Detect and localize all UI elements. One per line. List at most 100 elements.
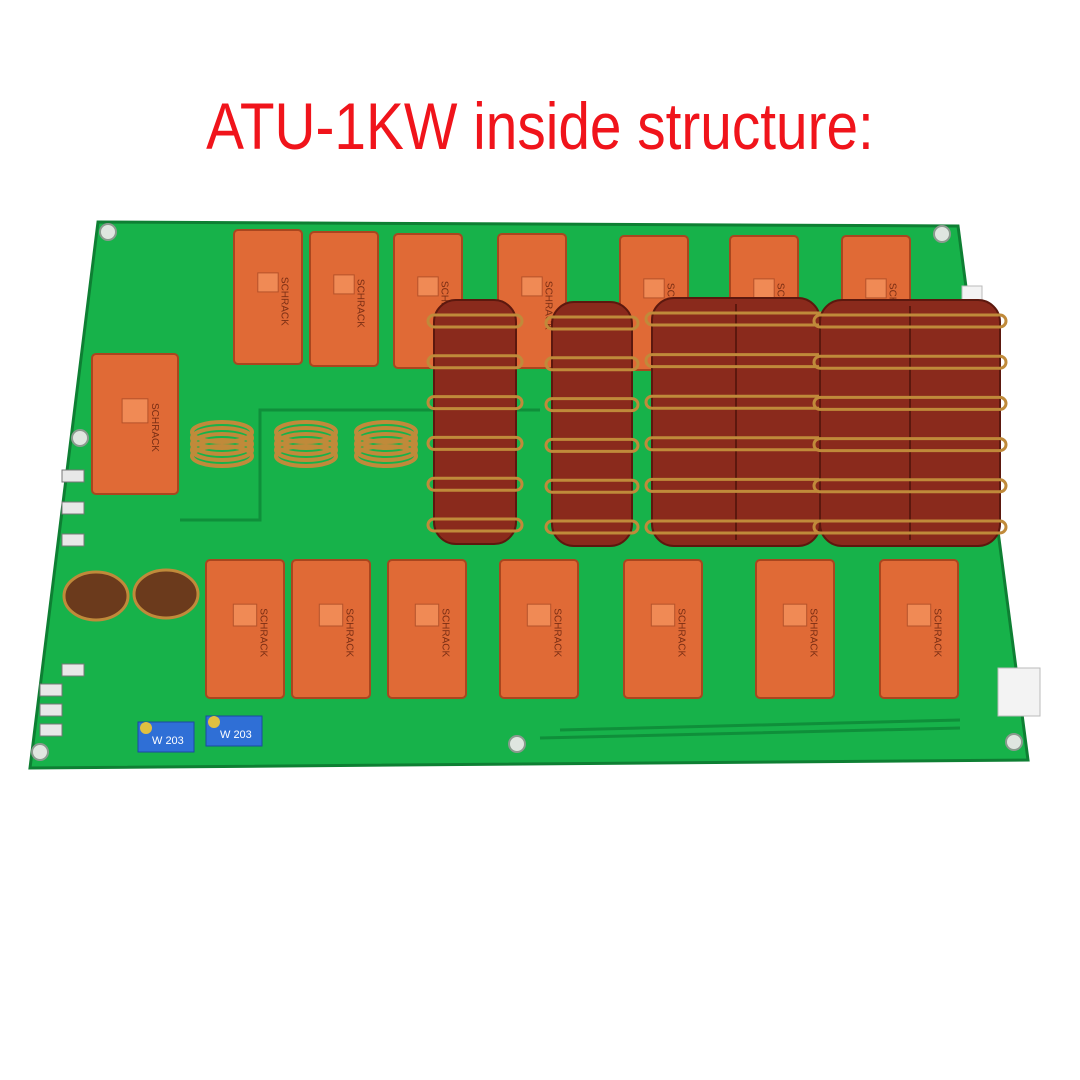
relay: SCHRACK <box>91 353 179 495</box>
relay-label: SCHRACK <box>543 281 554 330</box>
winding <box>426 313 524 329</box>
mounting-hole <box>933 225 951 243</box>
air-coil-turn <box>274 420 338 444</box>
trimmer-label: W 203 <box>220 729 252 741</box>
winding <box>426 395 524 411</box>
air-coil-turn <box>190 426 254 450</box>
relay-mark <box>643 278 665 299</box>
smd-pad <box>39 723 63 737</box>
relay-label: SCHRACK <box>440 608 451 657</box>
smd-pad <box>61 533 85 547</box>
relay: SCHRACK <box>233 229 303 365</box>
air-coil-turn <box>354 426 418 450</box>
trimmer-label: W 203 <box>152 735 184 747</box>
winding <box>426 476 524 492</box>
relay-label: SCHRACK <box>258 608 269 657</box>
relay-mark <box>753 278 775 299</box>
small-toroid <box>62 570 130 622</box>
relay-mark <box>333 274 355 295</box>
trimmer-screw <box>140 722 152 734</box>
relay-label: SCHRACK <box>808 608 819 657</box>
toroid <box>544 301 640 547</box>
air-coil-turn <box>354 432 418 456</box>
relay: SCHRACK <box>205 559 285 699</box>
small-toroid <box>132 568 200 620</box>
winding <box>812 519 1008 535</box>
relay-label: SCHRACK <box>932 608 943 657</box>
relay-mark <box>650 603 676 627</box>
mounting-hole <box>1005 733 1023 751</box>
winding <box>812 478 1008 494</box>
relay-mark <box>121 398 149 424</box>
toroid <box>426 299 524 545</box>
relay-mark <box>526 603 552 627</box>
mounting-hole <box>99 223 117 241</box>
page-title: ATU-1KW inside structure: <box>206 89 874 163</box>
winding <box>544 356 640 372</box>
smd-pad <box>39 683 63 697</box>
relay-body <box>309 231 379 367</box>
winding <box>812 354 1008 370</box>
relay-body <box>755 559 835 699</box>
relay: SCHRACK <box>309 231 379 367</box>
relay: SCHRACK <box>291 559 371 699</box>
toroid-core <box>433 299 517 545</box>
air-coil-turn <box>190 432 254 456</box>
relay-mark <box>257 272 279 293</box>
smd-pad <box>61 469 85 483</box>
winding <box>544 478 640 494</box>
air-coil-turn <box>274 426 338 450</box>
relay-mark <box>521 276 543 297</box>
relay-body <box>291 559 371 699</box>
smd-pad <box>61 501 85 515</box>
trimmer-screw <box>208 716 220 728</box>
relay-label: SCHRACK <box>149 403 160 452</box>
relay-label: SCHRACK <box>279 277 290 326</box>
relay-body <box>499 559 579 699</box>
relay-mark <box>232 603 258 627</box>
air-coil-turn <box>354 420 418 444</box>
relay-mark <box>865 278 887 299</box>
relay-body <box>879 559 959 699</box>
smd-pad <box>61 663 85 677</box>
relay-body <box>387 559 467 699</box>
mounting-hole <box>508 735 526 753</box>
relay-mark <box>782 603 808 627</box>
winding <box>426 435 524 451</box>
relay: SCHRACK <box>623 559 703 699</box>
winding <box>812 437 1008 453</box>
toroid <box>812 299 1008 547</box>
relay-mark <box>417 276 439 297</box>
winding <box>544 519 640 535</box>
winding <box>812 313 1008 329</box>
relay-body <box>205 559 285 699</box>
relay: SCHRACK <box>879 559 959 699</box>
relay-mark <box>906 603 932 627</box>
toroid <box>644 297 828 547</box>
relay-label: SCHRACK <box>344 608 355 657</box>
winding <box>426 354 524 370</box>
relay-mark <box>414 603 440 627</box>
air-coil-turn <box>274 432 338 456</box>
winding <box>544 315 640 331</box>
relay: SCHRACK <box>499 559 579 699</box>
winding <box>544 437 640 453</box>
winding <box>426 517 524 533</box>
connector <box>997 667 1041 717</box>
relay-mark <box>318 603 344 627</box>
relay-label: SCHRACK <box>355 279 366 328</box>
relay: SCHRACK <box>387 559 467 699</box>
relay-label: SCHRACK <box>552 608 563 657</box>
relay-body <box>233 229 303 365</box>
pcb-trace <box>180 408 961 740</box>
smd-pad <box>39 703 63 717</box>
relay-label: SCHRACK <box>676 608 687 657</box>
mounting-hole <box>71 429 89 447</box>
air-coil-turn <box>190 420 254 444</box>
relay: SCHRACK <box>755 559 835 699</box>
relay-body <box>91 353 179 495</box>
winding <box>812 395 1008 411</box>
toroid-core <box>551 301 633 547</box>
mounting-hole <box>31 743 49 761</box>
